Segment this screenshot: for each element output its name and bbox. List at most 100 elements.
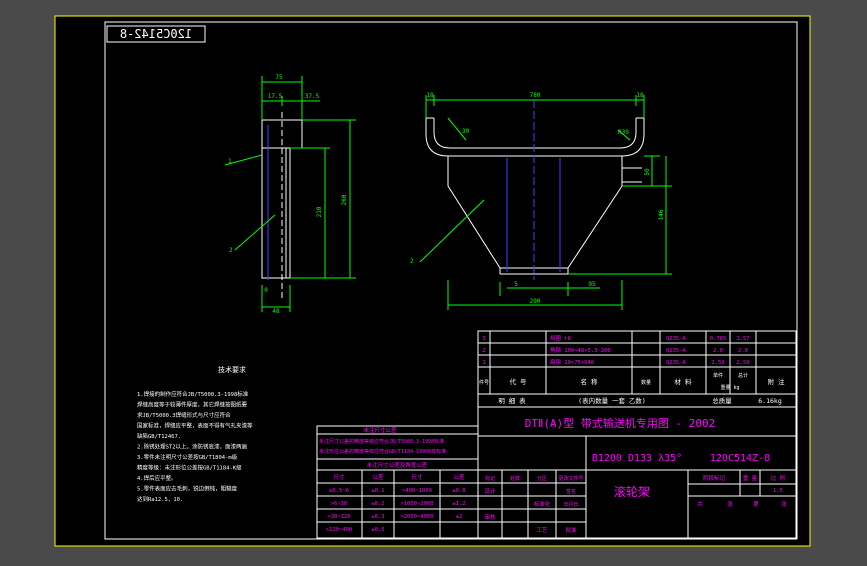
- title-header: DTⅡ(A)型 带式输送机专用图 - 2002: [525, 416, 716, 430]
- side-dim-top: 75: [275, 74, 283, 81]
- title-grid-label: 处数: [510, 475, 520, 482]
- bom-head-material: 材 料: [675, 377, 692, 386]
- front-dim-radius-right: R30: [618, 129, 629, 136]
- title-role: 工艺: [536, 527, 548, 534]
- front-dim-radius-left: 30: [462, 128, 470, 135]
- title-scale: 1:5: [773, 488, 783, 494]
- inner-border: [104, 21, 798, 540]
- bom-cell-name: 挡圈 t8: [550, 334, 571, 342]
- title-stage-label: 阶段标记: [703, 474, 726, 482]
- bom-head-name: 名 称: [581, 377, 598, 386]
- stamp-text: 120C5142-8: [120, 27, 192, 41]
- notes-line: 精度等级：未注形位公差按GB/T1184-K级: [137, 464, 242, 472]
- bom-detail-label: 明 细 表: [498, 396, 526, 405]
- title-sheet-label: 共: [697, 500, 703, 508]
- bom-cell-no: 2: [482, 348, 485, 354]
- title-block: DTⅡ(A)型 带式输送机专用图 - 2002 B1200 D133 λ35° …: [477, 406, 797, 539]
- tolerance-cell: ±0.1: [371, 488, 384, 494]
- bom-head-qty: 数量: [641, 379, 651, 386]
- side-dim-small: 0: [264, 287, 268, 294]
- front-dim-height: 146: [658, 209, 665, 220]
- notes-line: 缺陷GB/T12467.: [137, 432, 181, 440]
- front-leader-2: 2: [410, 258, 414, 265]
- bom-cell-name: 角钢 100×48×5.3-200: [550, 346, 611, 354]
- bom-head-code: 代 号: [510, 377, 527, 386]
- tolerance-header: 尺寸: [411, 473, 423, 481]
- bom-detail-weight-value: 6.16kg: [758, 397, 782, 405]
- front-dim-base: 290: [530, 298, 541, 305]
- tolerance-title: 未注尺寸公差: [363, 426, 397, 434]
- tolerance-cell: ±0.5: [371, 527, 384, 533]
- title-grid-label: 年月日: [563, 501, 578, 508]
- bom-detail-weight-label: 总质量: [712, 396, 732, 405]
- notes-line: 5.零件表面应去毛刺，锐边倒钝，粗糙度: [137, 485, 238, 493]
- tolerance-header: 公差: [453, 473, 465, 481]
- tech-notes: 技术要求 1.焊接的制作应符合JB/T5000.3-1998标准焊缝高度等于较薄…: [137, 365, 253, 503]
- tolerance-cell: ≥0.5~6: [329, 488, 349, 494]
- title-sheet-of: 张: [727, 500, 733, 508]
- tolerance-header: 公差: [372, 473, 384, 481]
- notes-line: 焊缝高度等于较薄件厚度，其它焊缝按图纸要: [137, 401, 248, 409]
- side-leader-2: 2: [229, 247, 233, 254]
- tolerance-cell: >2000~4000: [400, 514, 433, 520]
- bom-head-no: 件号: [479, 379, 489, 386]
- tolerance-line-a: 未注尺寸公差的精度等级应符合JB/T5000.3-1998标准: [319, 438, 444, 445]
- tolerance-cell: >120~400: [326, 527, 353, 533]
- bom-head-unit: 单件: [713, 372, 723, 379]
- notes-line: 3.零件未注明尺寸公差按GB/T1804-m级: [137, 453, 238, 461]
- title-role: 标准化: [534, 500, 551, 508]
- tolerance-cell: >6~30: [331, 501, 348, 507]
- tolerance-header: 尺寸: [333, 473, 345, 481]
- tolerance-table: 未注尺寸公差 未注尺寸公差的精度等级应符合JB/T5000.3-1998标准 未…: [316, 425, 479, 539]
- title-scale-label: 比 例: [771, 474, 786, 482]
- bom-cell-unit_weight: 2.0: [713, 348, 723, 354]
- title-sheet-page-unit: 张: [781, 500, 787, 508]
- side-dim-bottom: 48: [272, 308, 280, 315]
- tolerance-cell: >30~120: [327, 514, 350, 520]
- side-view-plate: [261, 147, 291, 279]
- bom-cell-no: 3: [482, 336, 485, 342]
- bom-cell-unit_weight: 0.785: [710, 336, 727, 342]
- notes-line: 国家标准，焊缝应平整，表面不得有气孔夹渣等: [137, 422, 253, 430]
- tolerance-cell: ±1.2: [452, 501, 465, 507]
- bom-detail-paren: (表内数量 一套 乙数): [578, 396, 646, 405]
- bom-cell-total_weight: 2.59: [736, 360, 749, 366]
- bom-cell-material: Q235-A: [666, 348, 687, 354]
- side-dim-right: 37.5: [305, 93, 320, 100]
- notes-line: 2.除锈处理ST2以上。涂防锈底漆，面漆两遍: [137, 443, 248, 451]
- bom-head-weight-unit: 重量 kg: [720, 384, 739, 391]
- notes-line: 4.焊后应平整。: [137, 474, 177, 482]
- title-grid-label: 更改文件号: [558, 475, 583, 482]
- front-dim-side: 50: [644, 168, 651, 176]
- notes-title: 技术要求: [218, 365, 246, 374]
- bom-head-note: 附 注: [768, 377, 785, 386]
- side-dim-height-inner: 210: [316, 206, 323, 217]
- title-spec: B1200 D133 λ35°: [592, 453, 682, 464]
- notes-line: 求JB/T5000.3焊缝形式与尺寸应符合: [137, 411, 231, 419]
- tolerance-subtitle: 未注尺寸公差及角度公差: [367, 461, 428, 469]
- bom-cell-material: Q235-A: [666, 336, 687, 342]
- title-part-name: 滚轮架: [614, 484, 650, 499]
- title-grid-label: 标记: [485, 475, 495, 482]
- tolerance-cell: >400~1000: [402, 488, 432, 494]
- tolerance-cell: >1000~2000: [400, 501, 433, 507]
- title-grid-label: 签名: [566, 488, 576, 495]
- bom-cell-material: Q235-A: [666, 360, 687, 366]
- front-view-bent-bar-inner: [433, 118, 637, 149]
- stamp-box: [106, 25, 206, 43]
- bom-head-total: 总计: [738, 372, 748, 379]
- bom-cell-no: 1: [482, 360, 485, 366]
- tolerance-line-b: 未注形位公差的精度等级应符合GB/T1184-1996K级标准: [319, 448, 446, 455]
- notes-line: 1.焊接的制作应符合JB/T5000.3-1998标准: [137, 390, 249, 398]
- tolerance-cell: ±2: [456, 514, 463, 520]
- tolerance-cell: ±0.2: [371, 501, 384, 507]
- side-dim-left: 17.5: [268, 93, 283, 100]
- drawing-paper: [55, 16, 810, 546]
- tolerance-cell: ±0.8: [452, 488, 465, 494]
- bom-cell-total_weight: 2.0: [738, 348, 748, 354]
- outer-border: [54, 15, 811, 547]
- front-dim-left-end: 18: [426, 92, 434, 99]
